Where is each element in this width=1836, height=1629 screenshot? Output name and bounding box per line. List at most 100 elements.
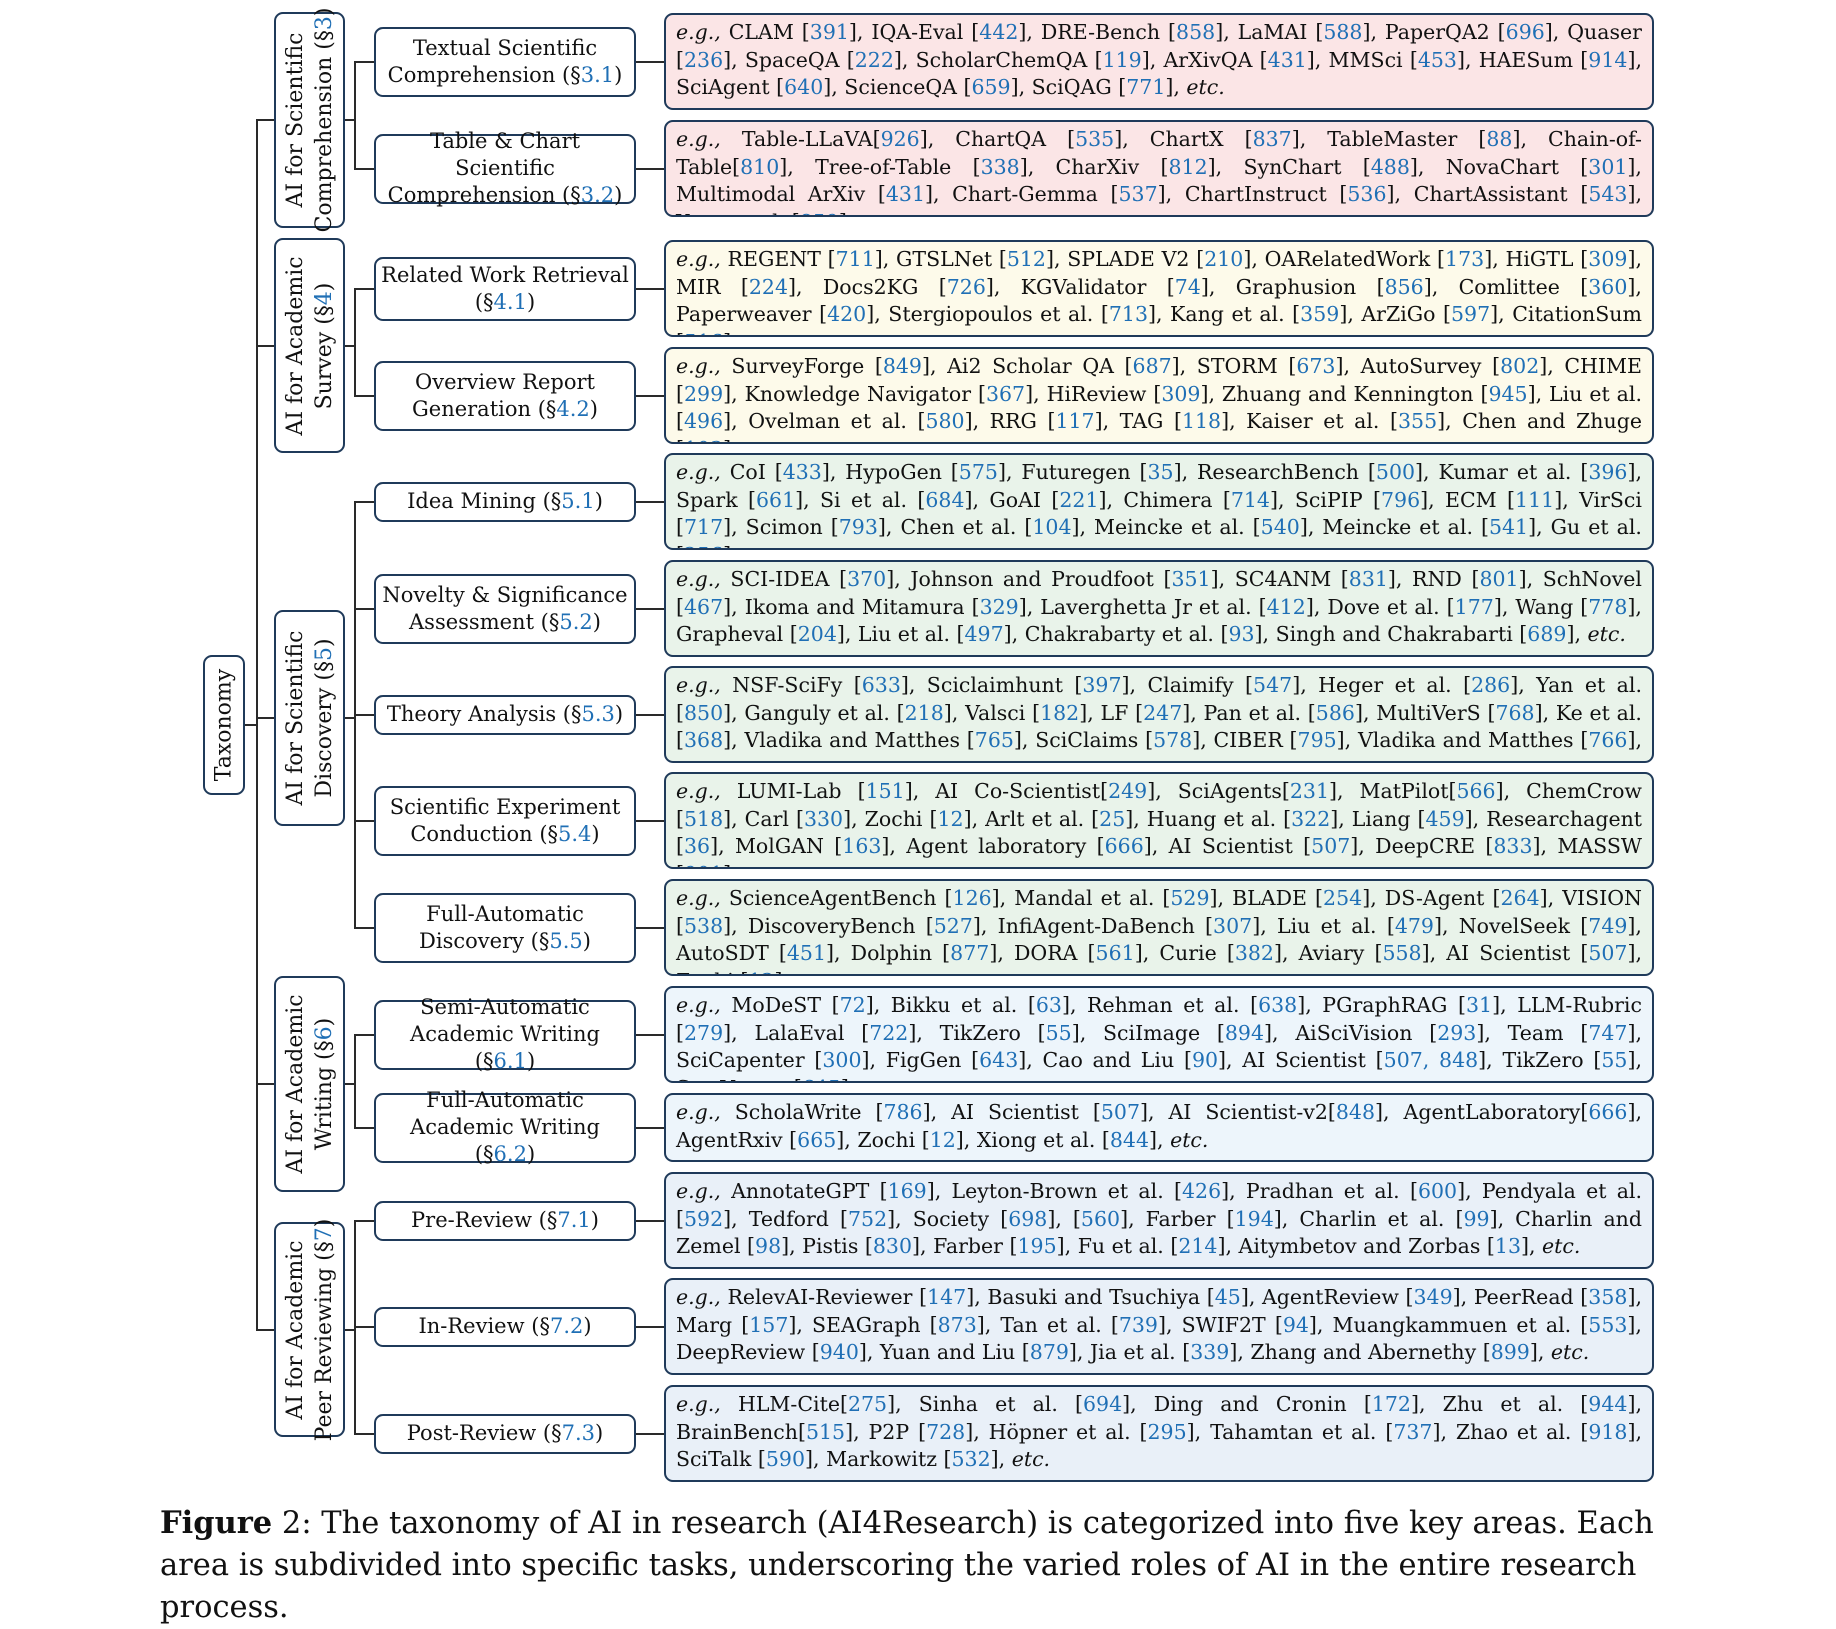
- citation-number: 768: [1495, 700, 1535, 725]
- citation-number: 926: [880, 127, 920, 151]
- area-label-text: ): [311, 1017, 337, 1027]
- citation-number: 117: [1055, 409, 1095, 433]
- task-label-line: Textual Scientific: [412, 35, 598, 60]
- leaf-item: Farber [195]: [933, 1234, 1065, 1258]
- citation-number: 467: [684, 594, 724, 619]
- area-connector-1: [257, 119, 274, 121]
- citation-number: 126: [952, 886, 992, 910]
- leaf-item: Table-LLaVA[926]: [741, 127, 928, 151]
- citation-number: 532: [951, 1447, 991, 1471]
- citation-number: 358: [1588, 1285, 1628, 1309]
- leaf-item: Curie [382]: [1159, 941, 1282, 965]
- task-label: Pre-Review (§7.1): [411, 1207, 599, 1234]
- leaf-item: Claimify [547]: [1147, 673, 1301, 697]
- citation-number: 264: [1500, 886, 1540, 910]
- citation-number: 802: [1500, 354, 1540, 378]
- citation-number: 538: [684, 913, 724, 938]
- leaf-item: Jia et al. [339]: [1089, 1340, 1238, 1364]
- citation-number: 507: [1100, 1100, 1141, 1124]
- leaf-item: AgentRxiv [665]: [676, 1127, 845, 1152]
- citation-number: 560: [1080, 1206, 1121, 1231]
- leaf-item: ResearchBench [500]: [1197, 460, 1424, 484]
- leaf-item: InfiAgent-DaBench [307]: [997, 913, 1261, 938]
- leaf-item: Kang et al. [359]: [1170, 302, 1348, 326]
- task-node-7-1: Pre-Review (§7.1): [374, 1200, 636, 1241]
- citation-number: 45: [1214, 1285, 1241, 1309]
- citation-number: 850: [684, 700, 724, 725]
- leaf-node-3-1: e.g., CLAM [391], IQA-Eval [442], DRE-Be…: [664, 13, 1654, 110]
- task-spine: [354, 287, 356, 397]
- leaf-eg-label: e.g.,: [676, 127, 742, 151]
- leaf-item: Johnson and Proudfoot [351]: [910, 567, 1219, 591]
- task-label-text: ): [590, 1208, 599, 1232]
- citation-number: 231: [1289, 779, 1329, 803]
- task-node-4-1: Related Work Retrieval(§4.1): [374, 256, 636, 321]
- citation-number: 643: [979, 1048, 1019, 1072]
- citation-number: 25: [1099, 806, 1126, 831]
- leaf-item: REGENT [711]: [727, 247, 883, 271]
- area-label-line: AI for Academic: [282, 994, 308, 1174]
- citation-number: 119: [1102, 47, 1142, 72]
- leaf-node-6-2: e.g., ScholaWrite [786], AI Scientist [5…: [664, 1093, 1654, 1162]
- task-label-text: In-Review (§: [418, 1314, 550, 1338]
- task-to-leaf-connector: [636, 500, 664, 503]
- leaf-item: Chen et al. [104]: [900, 515, 1080, 539]
- leaf-item: ChartAssistant [543]: [1413, 182, 1636, 206]
- citation-number: 586: [1315, 700, 1355, 725]
- task-label-line: Table & Chart Scientific: [429, 129, 581, 180]
- citation-number: 689: [1527, 622, 1567, 646]
- leaf-item: CHIME [299]: [676, 354, 1642, 406]
- citation-number: 844: [1109, 1127, 1150, 1152]
- citation-number: 351: [1171, 567, 1211, 591]
- task-connector: [355, 926, 374, 929]
- leaf-item: TikZero [55]: [1502, 1048, 1636, 1072]
- citation-number: 633: [861, 673, 901, 697]
- leaf-item: VirSci [717]: [676, 487, 1642, 540]
- citation-number: 355: [1397, 409, 1438, 433]
- task-label-text: Discovery (§: [419, 928, 550, 953]
- leaf-item: Tahamtan et al. [737]: [1210, 1419, 1441, 1444]
- leaf-etc-label: etc.: [676, 756, 714, 762]
- leaf-etc-label: etc.: [744, 862, 782, 868]
- citation-number: 94: [1282, 1312, 1309, 1337]
- leaf-item: Knowledge Navigator [367]: [744, 381, 1034, 406]
- leaf-item: MASSW [901]: [676, 834, 1642, 867]
- citation-number: 588: [1323, 20, 1363, 44]
- leaf-item: StarVector [645]: [676, 1076, 849, 1082]
- leaf-item: ScholaWrite [786]: [734, 1100, 931, 1124]
- task-connector: [355, 1325, 374, 1328]
- citation-number: 256: [684, 543, 723, 549]
- leaf-item: Ikoma and Mitamura [329]: [744, 594, 1027, 619]
- task-section-number: 5.3: [581, 702, 615, 726]
- task-connector: [355, 1126, 374, 1129]
- citation-number: 848: [1335, 1100, 1376, 1124]
- citation-number: 561: [1095, 941, 1135, 965]
- leaf-item: Ganguly et al. [218]: [744, 700, 952, 725]
- task-node-7-2: In-Review (§7.2): [374, 1306, 636, 1347]
- citation-number: 204: [797, 622, 837, 646]
- citation-number: 536: [1347, 182, 1387, 206]
- task-label-text: Comprehension (§: [387, 62, 581, 87]
- leaf-item: Zochi [12]: [857, 1127, 964, 1152]
- area-label-text: Discovery (§: [311, 661, 337, 798]
- leaf-item: BrainBench[515]: [676, 1419, 854, 1444]
- leaf-item: Zhu et al. [944]: [1442, 1392, 1636, 1416]
- area-section-number: 3: [311, 16, 337, 31]
- area-connector-4: [257, 1083, 274, 1085]
- leaf-item: Multimodal ArXiv [431]: [676, 182, 933, 206]
- citation-number: 507: [1311, 834, 1351, 858]
- leaf-node-5-1: e.g., CoI [433], HypoGen [575], Futurege…: [664, 453, 1654, 550]
- citation-number: 329: [979, 594, 1019, 619]
- leaf-item: Charlin and Zemel [98]: [676, 1206, 1642, 1259]
- leaf-item: Stergiopoulos et al. [713]: [888, 302, 1156, 326]
- citation-number: 194: [1234, 1206, 1274, 1231]
- citation-number: 349: [1413, 1285, 1453, 1309]
- citation-number: 786: [883, 1100, 923, 1124]
- leaf-item: Liang [459]: [1351, 806, 1473, 831]
- task-label-line: Overview Report: [414, 369, 595, 394]
- citation-number: 74: [1174, 274, 1201, 299]
